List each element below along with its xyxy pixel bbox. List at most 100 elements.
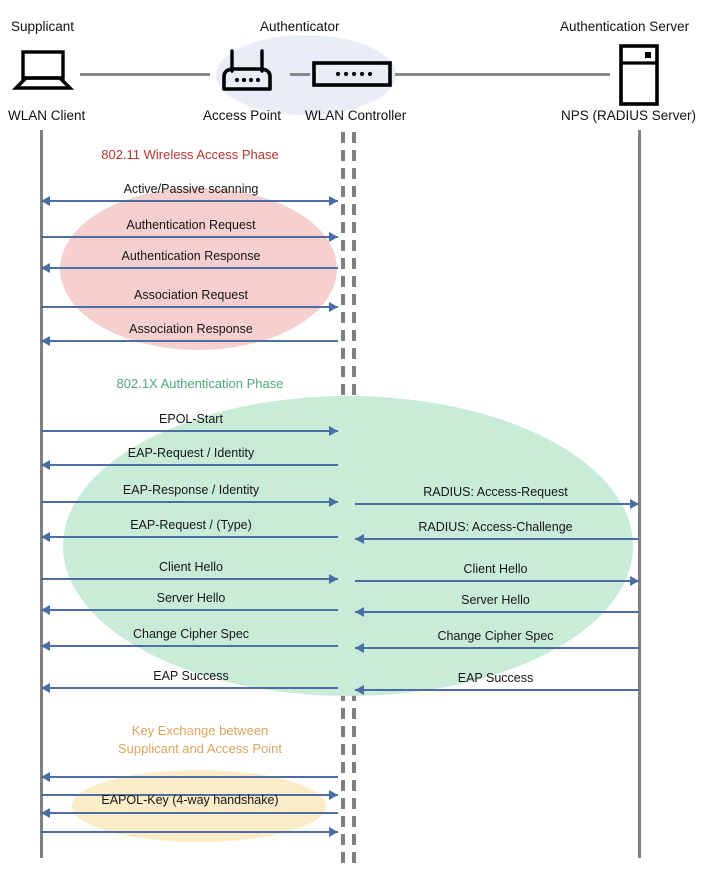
msg-4-left-line [41, 340, 338, 342]
keyex-1-arrowhead [329, 790, 338, 800]
lifeline-auth-server [638, 130, 641, 858]
msg-2-left-arrowhead [41, 263, 50, 273]
dot1x-5-left-arrowhead [41, 605, 50, 615]
dot1x-4-right-line [355, 580, 639, 582]
actor-node-wlan-client: WLAN Client [8, 108, 86, 123]
phase-ellipse-key-exchange [72, 770, 326, 842]
dot1x-label-left-1: EAP-Request / Identity [127, 446, 255, 460]
keyex-1-line [41, 794, 338, 796]
lifeline-dash-segment [352, 852, 356, 863]
dot1x-label-right-4: Client Hello [463, 562, 528, 576]
key-exchange-center-label: EAPOL-Key (4-way handshake) [101, 793, 279, 807]
phase-caption-wireless-access: 802.11 Wireless Access Phase [101, 147, 279, 162]
dot1x-2-left-line [41, 501, 338, 503]
dot1x-label-right-6: Change Cipher Spec [437, 629, 554, 643]
msg-label-left-4: Association Response [129, 322, 253, 336]
wlan-controller-icon [312, 60, 392, 88]
lifeline-dash-segment [352, 780, 356, 791]
wire-ap-to-controller [290, 73, 310, 76]
lifeline-dash-segment [352, 294, 356, 305]
dot1x-5-right-line [355, 611, 639, 613]
lifeline-dash-segment [352, 204, 356, 215]
dot1x-0-left-line [41, 430, 338, 432]
lifeline-dash-segment [341, 366, 345, 377]
msg-3-left-line [41, 306, 338, 308]
dot1x-label-left-6: Change Cipher Spec [132, 627, 250, 641]
actor-node-access-point: Access Point [203, 108, 282, 123]
lifeline-dash-segment [341, 852, 345, 863]
dot1x-3-right-arrowhead [355, 534, 364, 544]
lifeline-dash-segment [341, 168, 345, 179]
dot1x-2-left-arrowhead [329, 497, 338, 507]
lifeline-dash-segment [341, 132, 345, 143]
dot1x-4-right-arrowhead [630, 576, 639, 586]
dot1x-1-left-arrowhead [41, 460, 50, 470]
dot1x-7-left-line [41, 687, 338, 689]
lifeline-dash-segment [341, 312, 345, 323]
access-point-icon [216, 47, 278, 95]
lifeline-dash-segment [352, 150, 356, 161]
keyex-2-arrowhead [41, 808, 50, 818]
keyex-0-line [41, 776, 338, 778]
dot1x-label-left-5: Server Hello [156, 591, 226, 605]
lifeline-supplicant [40, 130, 43, 858]
lifeline-dash-segment [341, 294, 345, 305]
lifeline-dash-segment [352, 168, 356, 179]
lifeline-dash-segment [341, 780, 345, 791]
dot1x-3-left-arrowhead [41, 532, 50, 542]
lifeline-dash-segment [352, 258, 356, 269]
lifeline-dash-segment [352, 222, 356, 233]
phase-ellipse-wireless-access [60, 188, 337, 350]
lifeline-dash-segment [352, 132, 356, 143]
dot1x-7-right-arrowhead [355, 685, 364, 695]
keyex-2-line [41, 812, 338, 814]
lifeline-dash-segment [352, 348, 356, 359]
dot1x-label-right-3: RADIUS: Access-Challenge [418, 520, 573, 534]
lifeline-dash-segment [341, 222, 345, 233]
dot1x-6-right-arrowhead [355, 643, 364, 653]
actor-role-authenticator: Authenticator [260, 19, 340, 34]
dot1x-6-right-line [355, 647, 639, 649]
dot1x-2-right-line [355, 503, 639, 505]
lifeline-dash-segment [352, 744, 356, 755]
lifeline-dash-segment [352, 276, 356, 287]
dot1x-4-left-arrowhead [329, 574, 338, 584]
lifeline-dash-segment [352, 708, 356, 719]
dot1x-6-left-line [41, 645, 338, 647]
wire-client-to-ap [80, 73, 210, 76]
dot1x-label-left-3: EAP-Request / (Type) [130, 518, 252, 532]
lifeline-dash-segment [352, 834, 356, 845]
dot1x-1-left-line [41, 464, 338, 466]
lifeline-dash-segment [341, 330, 345, 341]
dot1x-5-left-line [41, 609, 338, 611]
wire-controller-to-nps [395, 73, 610, 76]
lifeline-dash-segment [341, 276, 345, 287]
server-icon [618, 44, 660, 106]
msg-2-left-line [41, 267, 338, 269]
actor-node-wlan-controller: WLAN Controller [305, 108, 407, 123]
msg-4-left-arrowhead [41, 336, 50, 346]
dot1x-4-left-line [41, 578, 338, 580]
msg-0-left-arrowhead [329, 196, 338, 206]
keyex-3-arrowhead [329, 827, 338, 837]
dot1x-7-left-arrowhead [41, 683, 50, 693]
phase-caption-dot1x: 802.1X Authentication Phase [116, 376, 284, 391]
msg-0-left-line [41, 200, 338, 202]
msg-1-left-line [41, 236, 338, 238]
dot1x-label-left-4: Client Hello [159, 560, 223, 574]
keyex-0-arrowhead [41, 772, 50, 782]
dot1x-label-right-7: EAP Success [457, 671, 534, 685]
actor-role-authentication-server: Authentication Server [560, 19, 690, 34]
actor-node-nps-radius-server: NPS (RADIUS Server) [561, 108, 697, 123]
msg-1-left-arrowhead [329, 232, 338, 242]
dot1x-5-right-arrowhead [355, 607, 364, 617]
lifeline-dash-segment [341, 762, 345, 773]
phase-caption-key-exchange-line2: Supplicant and Access Point [117, 741, 283, 756]
lifeline-dash-segment [352, 384, 356, 395]
dot1x-2-right-arrowhead [630, 499, 639, 509]
lifeline-dash-segment [341, 186, 345, 197]
dot1x-label-right-2: RADIUS: Access-Request [423, 485, 568, 499]
keyex-3-line [41, 831, 338, 833]
lifeline-dash-segment [341, 708, 345, 719]
